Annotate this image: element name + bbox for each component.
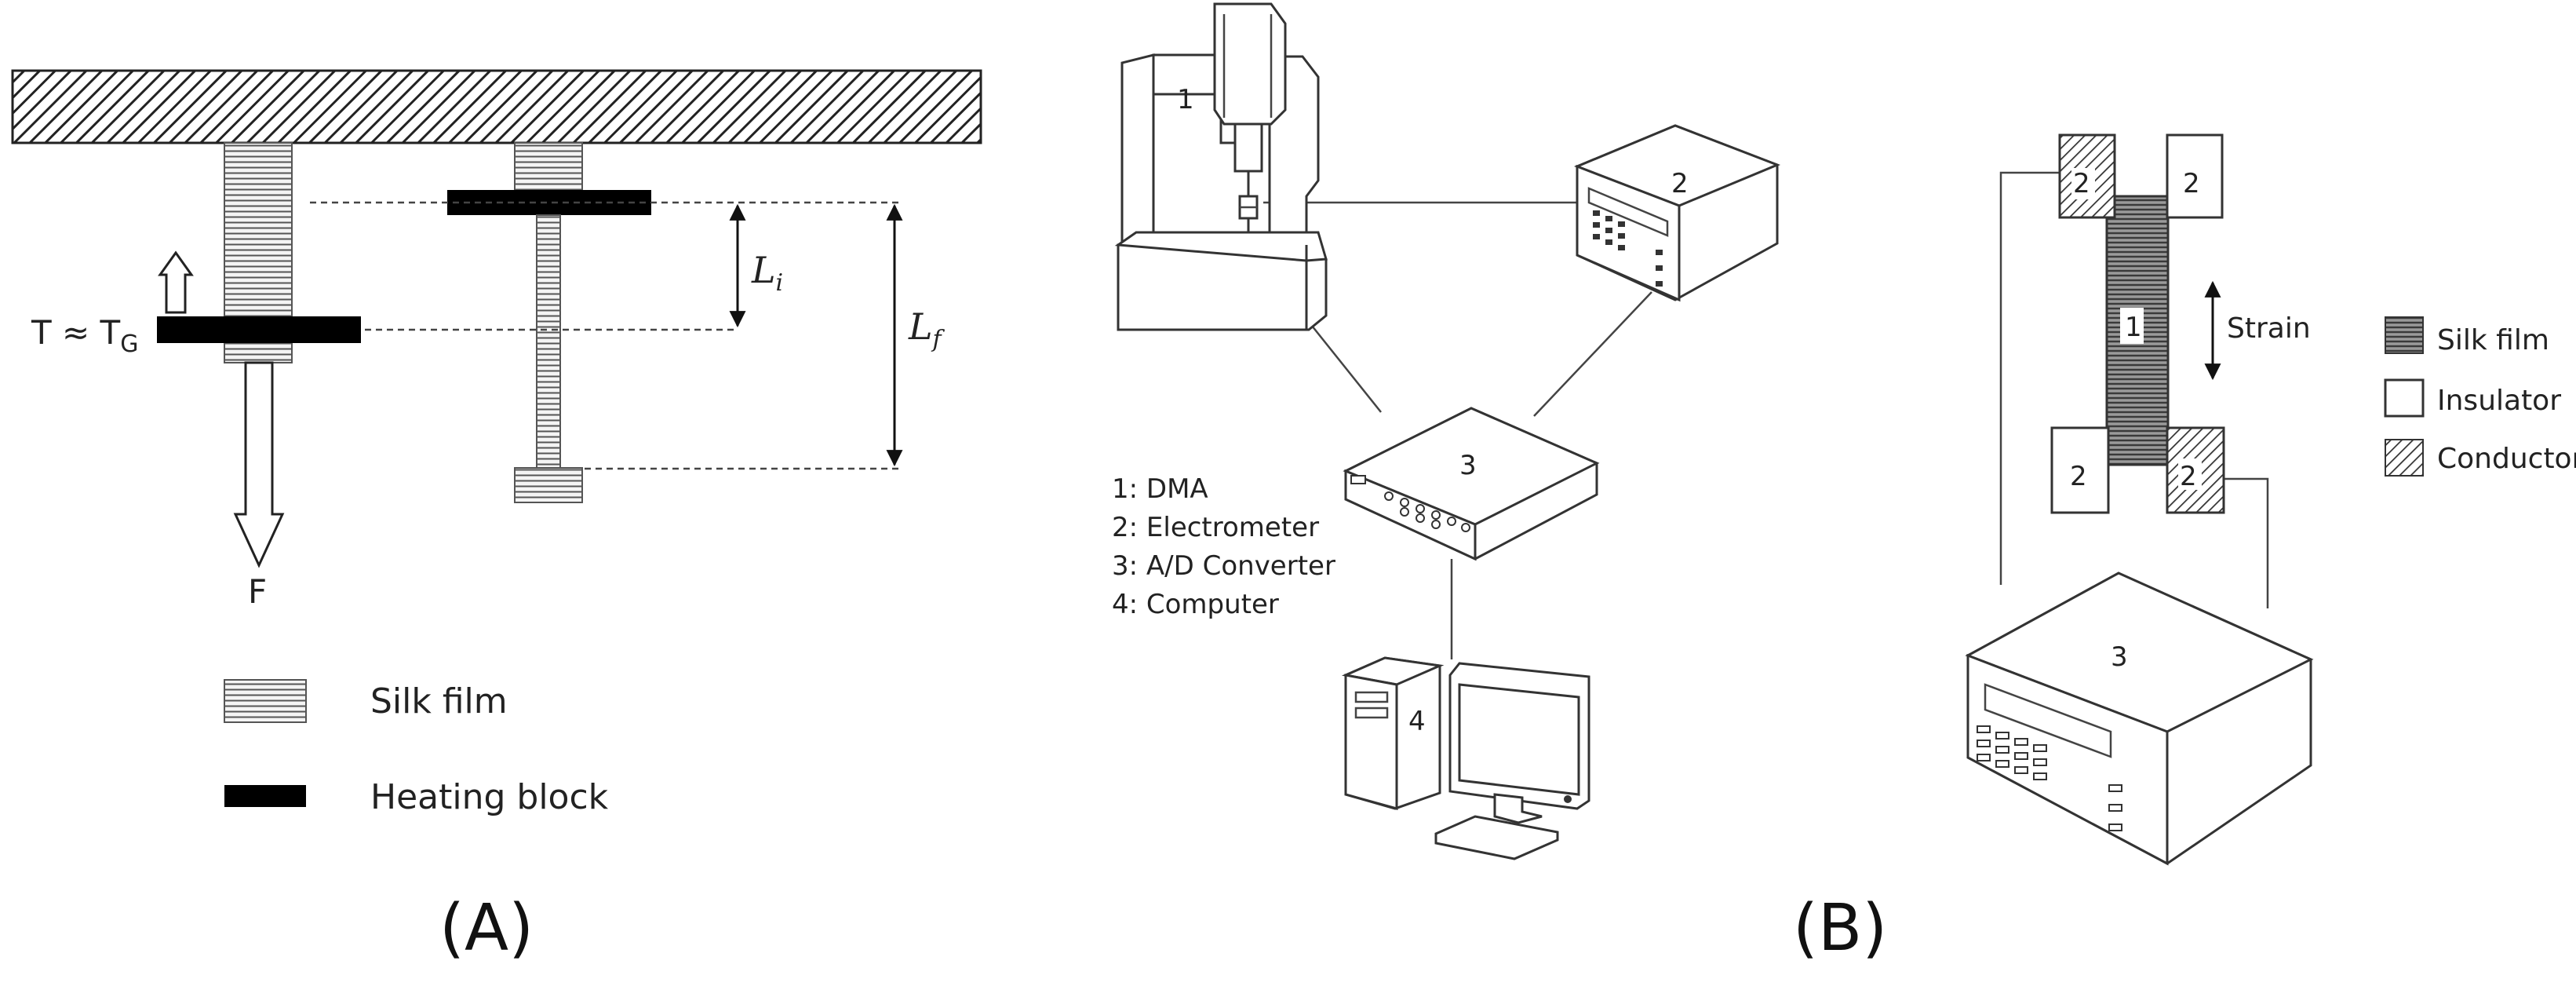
panel-b-devices: 1 2 3 — [1112, 2, 1887, 966]
panel-a-label: (A) — [439, 891, 534, 966]
electrometer-number: 2 — [1671, 168, 1689, 199]
clamp-number-bottom-right: 2 — [2180, 461, 2197, 492]
initial-length-label: Li — [751, 249, 783, 297]
dma-instrument: 1 — [1114, 2, 1328, 331]
silk-film-bottom-segment — [514, 467, 583, 503]
heating-block-right — [447, 190, 651, 215]
measurement-meter: 3 — [1965, 572, 2314, 866]
legend-swatch-conductor — [2385, 439, 2424, 477]
computer-number: 4 — [1408, 706, 1426, 737]
heating-block-left — [157, 316, 361, 343]
meter-number: 3 — [2111, 641, 2128, 673]
legend-label-heating-block: Heating block — [370, 777, 609, 817]
dma-number: 1 — [1177, 84, 1194, 115]
legend-swatch-insulator — [2384, 378, 2425, 418]
temperature-label: T ≈ TG — [31, 313, 138, 358]
silk-film-stretched — [536, 214, 561, 469]
final-length-label: Lf — [908, 305, 946, 353]
legend-label-insulator: Insulator — [2437, 385, 2561, 417]
electrometer-instrument: 2 — [1573, 124, 1781, 302]
clamp-number-top-left: 2 — [2073, 168, 2090, 199]
strain-label: Strain — [2227, 312, 2311, 345]
panel-a: T ≈ TG F Li Lf Silk film Heating block (… — [11, 69, 982, 966]
panel-b-label: (B) — [1793, 891, 1887, 966]
device-list-item-computer: 4: Computer — [1112, 589, 1279, 620]
legend-label-silk-film-b: Silk film — [2437, 324, 2549, 356]
legend-swatch-silk-film — [224, 679, 307, 723]
computer: 4 — [1341, 656, 1590, 860]
ceiling-support — [11, 69, 982, 144]
ad-converter-instrument: 3 — [1343, 407, 1600, 561]
force-arrow-icon — [233, 361, 285, 568]
device-list-item-dma: 1: DMA — [1112, 473, 1208, 505]
clamp-number-top-right: 2 — [2183, 168, 2200, 199]
device-list-item-electrometer: 2: Electrometer — [1112, 512, 1319, 543]
silk-film-top-segment — [514, 142, 583, 191]
film-number: 1 — [2125, 312, 2142, 343]
legend-swatch-silk-film-b — [2385, 316, 2424, 354]
clamp-number-bottom-left: 2 — [2070, 461, 2087, 492]
ad-converter-number: 3 — [1459, 450, 1477, 481]
insulator-clamp-bottom — [2050, 426, 2110, 514]
legend-label-conductor: Conductor — [2437, 443, 2576, 475]
legend-swatch-heating-block — [224, 785, 306, 807]
panel-b-sample: 1 2 2 2 2 Strain 3 — [1965, 133, 2576, 866]
upward-motion-arrow-icon — [158, 250, 194, 314]
device-list-item-ad-converter: 3: A/D Converter — [1112, 550, 1335, 582]
force-label: F — [248, 572, 267, 611]
insulator-clamp-top — [2166, 133, 2224, 219]
legend-label-silk-film: Silk film — [370, 681, 508, 721]
